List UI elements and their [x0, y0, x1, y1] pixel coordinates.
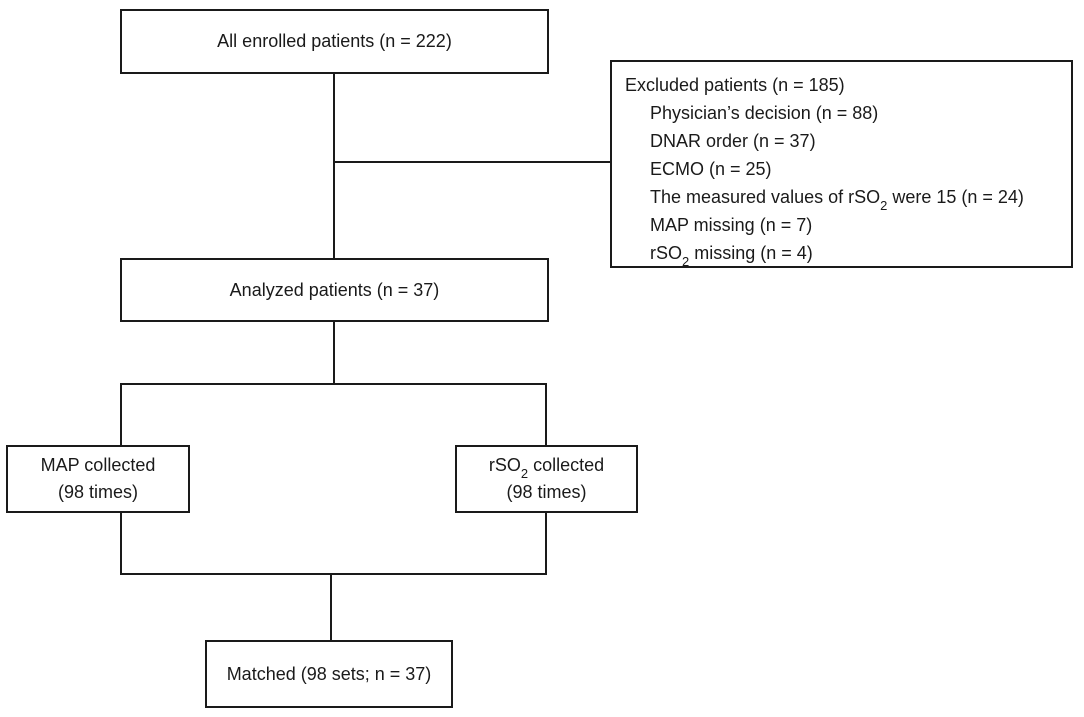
excluded-item-text: Physician’s decision (n = 88) — [650, 103, 879, 123]
excluded-item: rSO2 missing (n = 4) — [650, 239, 1065, 270]
connector-analyzed-down — [333, 320, 335, 385]
map-collected-line1: MAP collected — [40, 455, 156, 475]
excluded-item-text: were 15 (n = 24) — [887, 187, 1024, 207]
connector-branch-top — [120, 383, 547, 385]
subscript-text: 2 — [682, 254, 690, 270]
rso2-label-text: collected — [528, 455, 605, 475]
subscript-text: 2 — [520, 466, 529, 482]
excluded-item: The measured values of rSO2 were 15 (n =… — [650, 183, 1065, 214]
excluded-item: MAP missing (n = 7) — [650, 211, 1065, 239]
excluded-patients-box: Excluded patients (n = 185) Physician’s … — [610, 60, 1073, 268]
connector-map-down — [120, 511, 122, 575]
analyzed-patients-box: Analyzed patients (n = 37) — [120, 258, 549, 322]
excluded-item-text: missing (n = 4) — [689, 243, 813, 263]
rso2-collected-box: rSO2 collected (98 times) — [455, 445, 638, 513]
connector-branch-right-down — [545, 384, 547, 446]
analyzed-patients-label: Analyzed patients (n = 37) — [229, 279, 440, 300]
excluded-item-text: DNAR order (n = 37) — [650, 131, 816, 151]
connector-enrolled-to-analyzed — [333, 72, 335, 260]
subscript-text: 2 — [880, 198, 888, 214]
excluded-items-list: Physician’s decision (n = 88) DNAR order… — [625, 99, 1065, 270]
connector-merge-bottom — [120, 573, 547, 575]
enrolled-patients-box: All enrolled patients (n = 222) — [120, 9, 549, 74]
excluded-item-text: The measured values of rSO — [650, 187, 881, 207]
excluded-title: Excluded patients (n = 185) — [625, 75, 845, 95]
connector-branch-left-down — [120, 384, 122, 446]
excluded-item: DNAR order (n = 37) — [650, 127, 1065, 155]
connector-to-matched — [330, 574, 332, 641]
enrolled-patients-label: All enrolled patients (n = 222) — [217, 31, 452, 51]
excluded-item: ECMO (n = 25) — [650, 155, 1065, 183]
connector-to-excluded — [333, 161, 610, 163]
rso2-collected-line1: rSO2 collected — [488, 452, 605, 482]
rso2-label-text: rSO — [488, 455, 521, 475]
rso2-collected-line2: (98 times) — [506, 482, 587, 502]
map-collected-line2: (98 times) — [57, 482, 138, 502]
matched-box: Matched (98 sets; n = 37) — [205, 640, 453, 708]
connector-rso2-down — [545, 511, 547, 575]
excluded-item: Physician’s decision (n = 88) — [650, 99, 1065, 127]
excluded-item-text: ECMO (n = 25) — [650, 159, 772, 179]
matched-label: Matched (98 sets; n = 37) — [226, 663, 432, 684]
excluded-item-text: MAP missing (n = 7) — [650, 215, 813, 235]
map-collected-box: MAP collected (98 times) — [6, 445, 190, 513]
excluded-item-text: rSO — [650, 243, 683, 263]
